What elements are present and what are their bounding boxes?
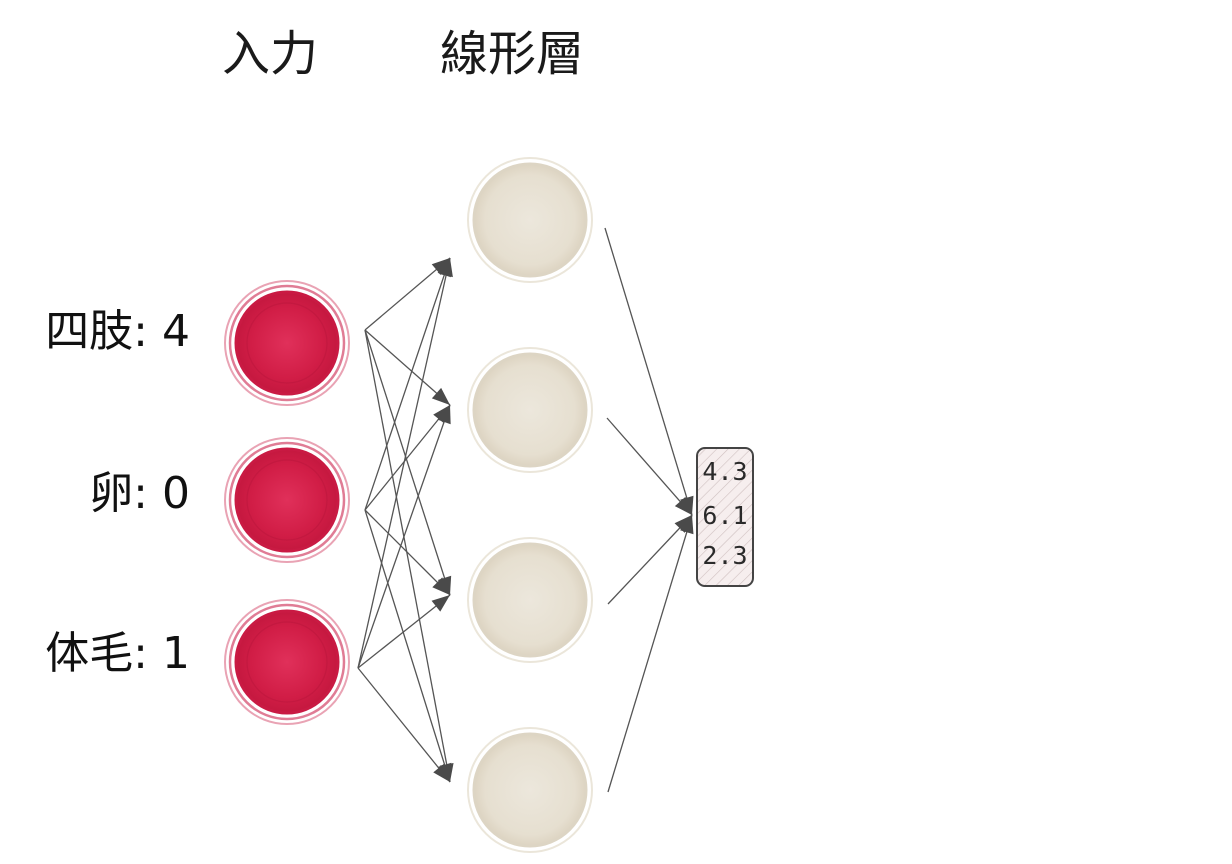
arrow-head bbox=[433, 405, 450, 424]
connection-edge bbox=[607, 514, 693, 793]
arrow-head bbox=[437, 405, 451, 425]
linear-layer-node bbox=[467, 347, 593, 473]
connection-edge bbox=[364, 257, 451, 331]
linear-layer-node bbox=[467, 727, 593, 853]
connection-edge bbox=[364, 329, 451, 406]
linear-layer-node bbox=[467, 537, 593, 663]
connection-edge bbox=[357, 257, 451, 669]
connection-edge bbox=[607, 514, 693, 605]
output-vector: 4.3 6.1 2.3 bbox=[696, 447, 754, 587]
connection-edge bbox=[364, 509, 451, 783]
arrow-head bbox=[432, 577, 450, 595]
connection-edge bbox=[364, 257, 451, 511]
arrow-head bbox=[674, 496, 692, 515]
input-label-hair: 体毛: 1 bbox=[45, 628, 190, 679]
output-value: 2.3 bbox=[702, 541, 747, 570]
arrow-head bbox=[431, 387, 450, 405]
input-label-limbs: 四肢: 4 bbox=[45, 306, 190, 357]
connection-edge bbox=[364, 404, 451, 511]
connection-edge bbox=[357, 667, 451, 783]
connection-edges bbox=[357, 227, 694, 793]
connection-edge bbox=[364, 329, 451, 783]
arrow-head bbox=[433, 763, 450, 782]
header-input: 入力 bbox=[222, 26, 318, 82]
linear-layer-node bbox=[467, 157, 593, 283]
input-node bbox=[224, 437, 350, 563]
input-node bbox=[224, 280, 350, 406]
connection-edge bbox=[364, 509, 451, 596]
output-value: 6.1 bbox=[702, 501, 747, 530]
input-node bbox=[224, 599, 350, 725]
connection-edge bbox=[357, 404, 451, 669]
connection-edge bbox=[364, 329, 451, 596]
header-linear-layer: 線形層 bbox=[440, 26, 584, 82]
connection-edge bbox=[604, 227, 693, 516]
output-value: 4.3 bbox=[702, 457, 747, 486]
arrow-head bbox=[680, 515, 694, 535]
connection-edge bbox=[606, 417, 693, 516]
input-label-eggs: 卵: 0 bbox=[89, 468, 190, 519]
arrow-head bbox=[439, 258, 453, 278]
arrow-head bbox=[674, 515, 692, 533]
connection-edge bbox=[357, 594, 451, 669]
arrow-head bbox=[431, 595, 450, 612]
arrow-head bbox=[431, 258, 450, 275]
